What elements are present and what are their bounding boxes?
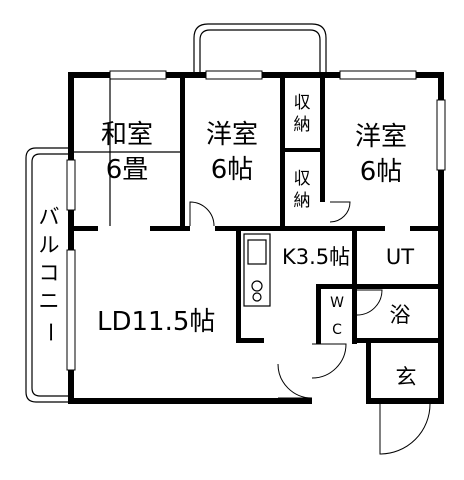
washitsu-size: 6畳 [106, 155, 149, 185]
washitsu-name: 和室 [101, 120, 153, 150]
closet-2-top: 収 [294, 169, 311, 189]
yoshitsu-center-size: 6帖 [211, 155, 254, 185]
balcony-char-4: ニ [39, 289, 60, 313]
entrance-label: 玄 [396, 365, 417, 389]
balcony [25, 147, 70, 403]
yoshitsu-center-name: 洋室 [206, 120, 258, 150]
interior-walls [68, 72, 444, 403]
yoshitsu-right-size: 6帖 [360, 157, 403, 187]
doors [189, 201, 431, 455]
stove-icon [251, 280, 263, 292]
tatami-lines [74, 78, 180, 226]
kitchen-label: K3.5帖 [282, 245, 350, 269]
closet-1-bottom: 納 [294, 115, 311, 135]
room-labels: 和室 6畳 洋室 6帖 洋室 6帖 収 納 収 納 K3.5帖 UT 浴 W C… [38, 93, 417, 389]
wc-label-top: W [330, 295, 344, 311]
closet-2-bottom: 納 [294, 191, 311, 211]
balcony-char-3: コ [39, 261, 60, 285]
closet-1-top: 収 [294, 93, 311, 113]
sink-icon [247, 239, 267, 265]
ld-label: LD11.5帖 [97, 307, 215, 337]
yoshitsu-right-name: 洋室 [355, 122, 407, 152]
windows [66, 70, 446, 371]
bay-window [193, 23, 327, 72]
ut-label: UT [386, 245, 414, 269]
kitchen-fixtures [243, 233, 271, 307]
balcony-char-2: ル [39, 233, 60, 257]
bath-label: 浴 [390, 303, 411, 327]
wc-label-bottom: C [332, 322, 342, 338]
balcony-char-5: ー [38, 322, 62, 343]
balcony-char-1: バ [39, 205, 60, 229]
